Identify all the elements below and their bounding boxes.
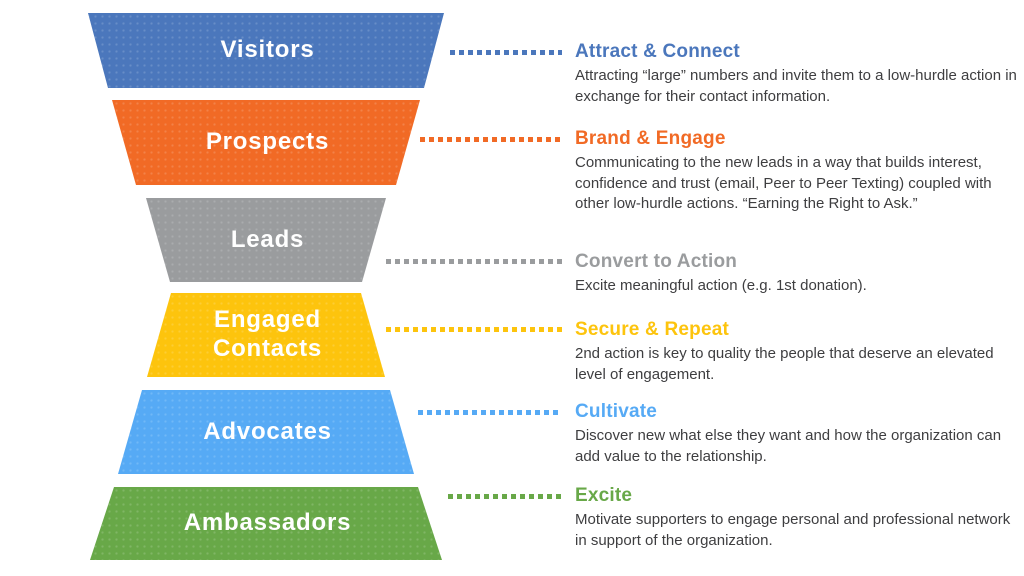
funnel-stage-visitors: Visitors: [88, 13, 444, 88]
connector-dotted-line: [386, 327, 562, 332]
stage-annotation: Secure & Repeat 2nd action is key to qua…: [575, 319, 1017, 385]
connector-dotted-line: [386, 259, 562, 264]
stage-description: Motivate supporters to engage personal a…: [575, 511, 1011, 549]
stage-heading: Excite: [575, 485, 633, 506]
funnel-stage-label: Advocates: [203, 417, 332, 445]
connector-dotted-line: [450, 50, 562, 55]
stage-description: 2nd action is key to quality the people …: [575, 345, 994, 383]
stage-heading: Convert to Action: [575, 251, 738, 272]
stage-annotation: Convert to Action Excite meaningful acti…: [575, 251, 1017, 297]
funnel-stage-label: Ambassadors: [183, 509, 352, 537]
stage-description: Discover new what else they want and how…: [575, 427, 1002, 465]
stage-description: Attracting “large” numbers and invite th…: [575, 67, 1017, 105]
stage-heading: Attract & Connect: [575, 41, 740, 62]
stage-annotation: Cultivate Discover new what else they wa…: [575, 401, 1017, 467]
stage-annotation: Brand & Engage Communicating to the new …: [575, 128, 1017, 215]
funnel-stage-ambassadors: Ambassadors: [90, 487, 442, 560]
funnel-stage-label: Engaged Contacts: [212, 306, 323, 362]
stage-heading: Secure & Repeat: [575, 319, 730, 340]
stage-annotation: Attract & Connect Attracting “large” num…: [575, 41, 1017, 107]
funnel-stage-label: Prospects: [205, 128, 330, 156]
stage-description: Excite meaningful action (e.g. 1st donat…: [575, 277, 867, 294]
funnel-stage-prospects: Prospects: [112, 100, 420, 185]
funnel-stage-advocates: Advocates: [118, 390, 414, 474]
stage-heading: Cultivate: [575, 401, 658, 422]
stage-annotation: Excite Motivate supporters to engage per…: [575, 485, 1017, 551]
stage-description: Communicating to the new leads in a way …: [575, 154, 992, 213]
connector-dotted-line: [420, 137, 562, 142]
funnel-stage-label: Visitors: [220, 36, 315, 64]
connector-dotted-line: [448, 494, 562, 499]
funnel-stage-leads: Leads: [146, 198, 386, 282]
funnel-stage-engaged-contacts: Engaged Contacts: [147, 293, 385, 377]
connector-dotted-line: [418, 410, 562, 415]
stage-heading: Brand & Engage: [575, 128, 726, 149]
funnel-stage-label: Leads: [230, 225, 305, 253]
